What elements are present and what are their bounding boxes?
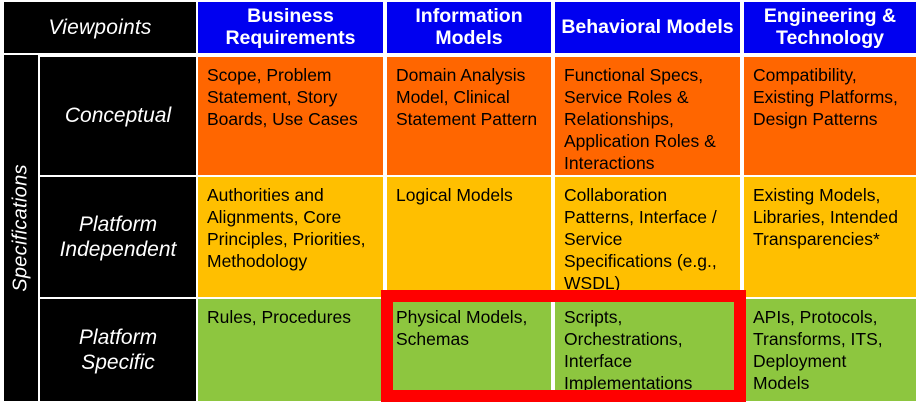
cell-text: Existing Models, Libraries, Intended Tra…: [753, 185, 898, 250]
cell-platform-specific-behavioral-models: Scripts, Orchestrations, Interface Imple…: [553, 297, 742, 401]
cell-platform-independent-business-requirements: Authorities and Alignments, Core Princip…: [196, 175, 385, 297]
cell-text: Logical Models: [396, 185, 513, 205]
cell-text: Scope, Problem Statement, Story Boards, …: [207, 65, 358, 130]
matrix-corner-header-viewpoints: Viewpoints: [4, 2, 196, 53]
cell-platform-independent-engineering-technology: Existing Models, Libraries, Intended Tra…: [742, 175, 918, 297]
column-header-label: Behavioral Models: [561, 15, 734, 38]
cell-text: Compatibility, Existing Platforms, Desig…: [753, 65, 898, 130]
cell-text: Functional Specs, Service Roles & Relati…: [564, 65, 716, 174]
cell-text: Scripts, Orchestrations, Interface Imple…: [564, 307, 693, 394]
column-header-behavioral-models: Behavioral Models: [553, 2, 742, 53]
column-header-label: Business Requirements: [225, 4, 356, 49]
row-label-platform-independent: Platform Independent: [40, 175, 196, 297]
column-header-label: Engineering & Technology: [763, 4, 897, 49]
cell-conceptual-business-requirements: Scope, Problem Statement, Story Boards, …: [196, 55, 385, 175]
cell-text: Domain Analysis Model, Clinical Statemen…: [396, 65, 538, 130]
cell-text: Authorities and Alignments, Core Princip…: [207, 185, 366, 272]
column-header-label: Information Models: [415, 4, 523, 49]
row-group-label-specifications: Specifications: [4, 55, 38, 401]
cell-conceptual-information-models: Domain Analysis Model, Clinical Statemen…: [385, 55, 553, 175]
cell-platform-specific-business-requirements: Rules, Procedures: [196, 297, 385, 401]
row-label-text: Platform Specific: [78, 325, 158, 374]
column-header-business-requirements: Business Requirements: [196, 2, 385, 53]
cell-platform-independent-information-models: Logical Models: [385, 175, 553, 297]
row-label-platform-specific: Platform Specific: [40, 297, 196, 401]
row-group-label-text: Specifications: [9, 164, 32, 292]
row-label-conceptual: Conceptual: [40, 55, 196, 175]
column-header-engineering-technology: Engineering & Technology: [742, 2, 918, 53]
cell-text: Rules, Procedures: [207, 307, 351, 327]
cell-conceptual-behavioral-models: Functional Specs, Service Roles & Relati…: [553, 55, 742, 175]
cell-platform-independent-behavioral-models: Collaboration Patterns, Interface / Serv…: [553, 175, 742, 297]
row-label-text: Conceptual: [64, 104, 172, 128]
column-header-information-models: Information Models: [385, 2, 553, 53]
row-label-text: Platform Independent: [59, 212, 177, 261]
cell-platform-specific-engineering-technology: APIs, Protocols, Transforms, ITS, Deploy…: [742, 297, 918, 401]
cell-text: Collaboration Patterns, Interface / Serv…: [564, 185, 717, 294]
cell-text: Physical Models, Schemas: [396, 307, 528, 350]
cell-conceptual-engineering-technology: Compatibility, Existing Platforms, Desig…: [742, 55, 918, 175]
corner-header-label: Viewpoints: [48, 15, 152, 39]
cell-platform-specific-information-models: Physical Models, Schemas: [385, 297, 553, 401]
cell-text: APIs, Protocols, Transforms, ITS, Deploy…: [753, 307, 883, 394]
